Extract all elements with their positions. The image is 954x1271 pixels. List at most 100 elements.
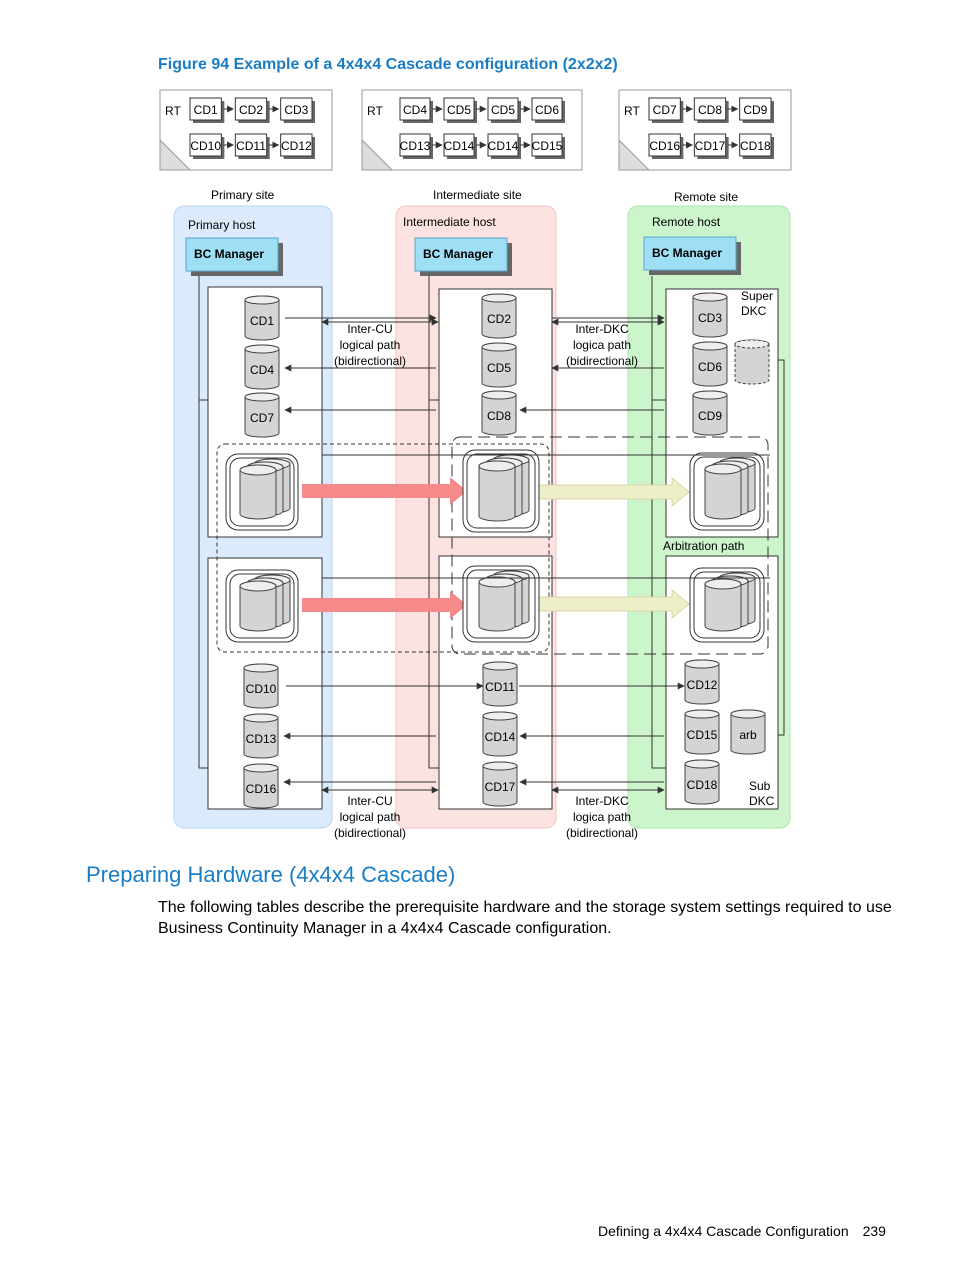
volume-cd11: CD11 [482, 661, 518, 707]
rt-cell [531, 133, 563, 157]
volume-cd15: CD15 [684, 709, 720, 755]
volume-cd7: CD7 [244, 392, 280, 438]
inter-dkc-label-bottom-3: (bidirectional) [566, 826, 638, 840]
rt-cell-label: CD5 [491, 103, 515, 117]
volume-cd14: CD14 [482, 711, 518, 757]
async-copy-arrow-2 [533, 588, 690, 620]
rt-cell [189, 133, 222, 157]
inter-cu-label-bottom-1: Inter-CU [347, 794, 392, 808]
rt-cell [648, 97, 681, 121]
volume-cd13: CD13 [243, 713, 279, 759]
volume-label: CD6 [698, 360, 722, 374]
volume-label: CD2 [487, 312, 511, 326]
inter-cu-label-top-2: logical path [340, 338, 401, 352]
volume-label: CD14 [485, 730, 516, 744]
volume-cd12: CD12 [684, 659, 720, 705]
rt-cell-label: CD18 [740, 139, 771, 153]
volume-label: CD18 [687, 778, 718, 792]
volume-label: CD1 [250, 314, 274, 328]
volume-group-intermediate-2 [462, 565, 540, 643]
rt-cell-label: CD10 [190, 139, 221, 153]
inter-dkc-label-top-3: (bidirectional) [566, 354, 638, 368]
volume-label: CD4 [250, 363, 274, 377]
page-number: 239 [862, 1223, 886, 1239]
rt-cell-label: CD17 [695, 139, 726, 153]
rt-cell [234, 97, 268, 121]
rt-cell-label: CD14 [444, 139, 475, 153]
rt-cell-label: CD3 [284, 103, 308, 117]
rt-cell [280, 97, 313, 121]
volume-label: CD5 [487, 361, 511, 375]
rt-label: RT [165, 104, 181, 118]
inter-dkc-label-bottom-2: logica path [573, 810, 631, 824]
volume-cd2: CD2 [481, 293, 517, 339]
volume-label: CD17 [485, 780, 516, 794]
svg-text:BC Manager: BC Manager [194, 247, 264, 261]
rt-cell [234, 133, 268, 157]
volume-label: CD11 [485, 680, 515, 694]
volume-cd8: CD8 [481, 390, 517, 436]
rt-cell-label: CD11 [236, 139, 266, 153]
volume-cd17: CD17 [482, 761, 518, 807]
volume-group-primary-1 [225, 453, 299, 531]
rt-cell-label: CD14 [488, 139, 519, 153]
rt-cell-label: CD15 [532, 139, 563, 153]
figure-caption: Figure 94 Example of a 4x4x4 Cascade con… [158, 56, 618, 73]
consistency-group-1 [216, 443, 550, 653]
bc-manager-primary: BC Manager [185, 237, 283, 276]
rt-cell-label: CD5 [447, 103, 471, 117]
remote-copy-arrow-1 [302, 477, 467, 505]
rt-cell [399, 97, 431, 121]
rt-cell [739, 97, 772, 121]
rt-cell [648, 133, 681, 157]
rt-cell [487, 97, 519, 121]
bc-manager-remote: BC Manager [643, 236, 741, 275]
bc-manager-intermediate: BC Manager [414, 237, 512, 276]
super-dkc-label-2: DKC [741, 304, 767, 318]
volume-spare [734, 339, 770, 385]
rt-cell-label: CD12 [281, 139, 312, 153]
rt-cell-label: CD2 [239, 103, 263, 117]
volume-cd4: CD4 [244, 344, 280, 390]
inter-dkc-label-top-2: logica path [573, 338, 631, 352]
volume-label: CD12 [687, 678, 718, 692]
volume-cd9: CD9 [692, 390, 728, 436]
volume-label: CD8 [487, 409, 511, 423]
consistency-group-2 [451, 436, 769, 655]
volume-label: CD13 [246, 732, 277, 746]
rt-cell [739, 133, 772, 157]
rt-cell [693, 133, 727, 157]
intermediate-host-label: Intermediate host [403, 215, 496, 229]
volume-cd18: CD18 [684, 759, 720, 805]
rt-cell-label: CD1 [194, 103, 218, 117]
rt-cell-label: CD9 [743, 103, 767, 117]
rt-cell-label: CD4 [403, 103, 427, 117]
volume-label: CD10 [246, 682, 277, 696]
volume-cd10: CD10 [243, 663, 279, 709]
inter-cu-label-top-3: (bidirectional) [334, 354, 406, 368]
remote-site-label: Remote site [674, 190, 738, 204]
rt-cell [487, 133, 519, 157]
super-dkc-label-1: Super [741, 289, 773, 303]
remote-copy-arrow-2 [302, 591, 467, 619]
rt-cell-label: CD8 [698, 103, 722, 117]
rt-cell [399, 133, 431, 157]
volume-group-primary-2 [225, 569, 299, 643]
cascade-configuration-diagram: Primary site Intermediate site Remote si… [159, 89, 792, 840]
rt-cell-label: CD16 [649, 139, 680, 153]
volume-label: arb [739, 728, 757, 742]
rt-cell [280, 133, 313, 157]
volume-label: CD9 [698, 409, 722, 423]
volume-label: CD16 [246, 782, 277, 796]
volume-arb: arb [730, 709, 766, 755]
inter-cu-label-bottom-3: (bidirectional) [334, 826, 406, 840]
section-heading: Preparing Hardware (4x4x4 Cascade) [86, 862, 456, 887]
rt-cell [531, 97, 563, 121]
volume-cd5: CD5 [481, 342, 517, 388]
intermediate-site-label: Intermediate site [433, 188, 522, 202]
volume-label: CD7 [250, 411, 274, 425]
sub-dkc-label-2: DKC [749, 794, 775, 808]
